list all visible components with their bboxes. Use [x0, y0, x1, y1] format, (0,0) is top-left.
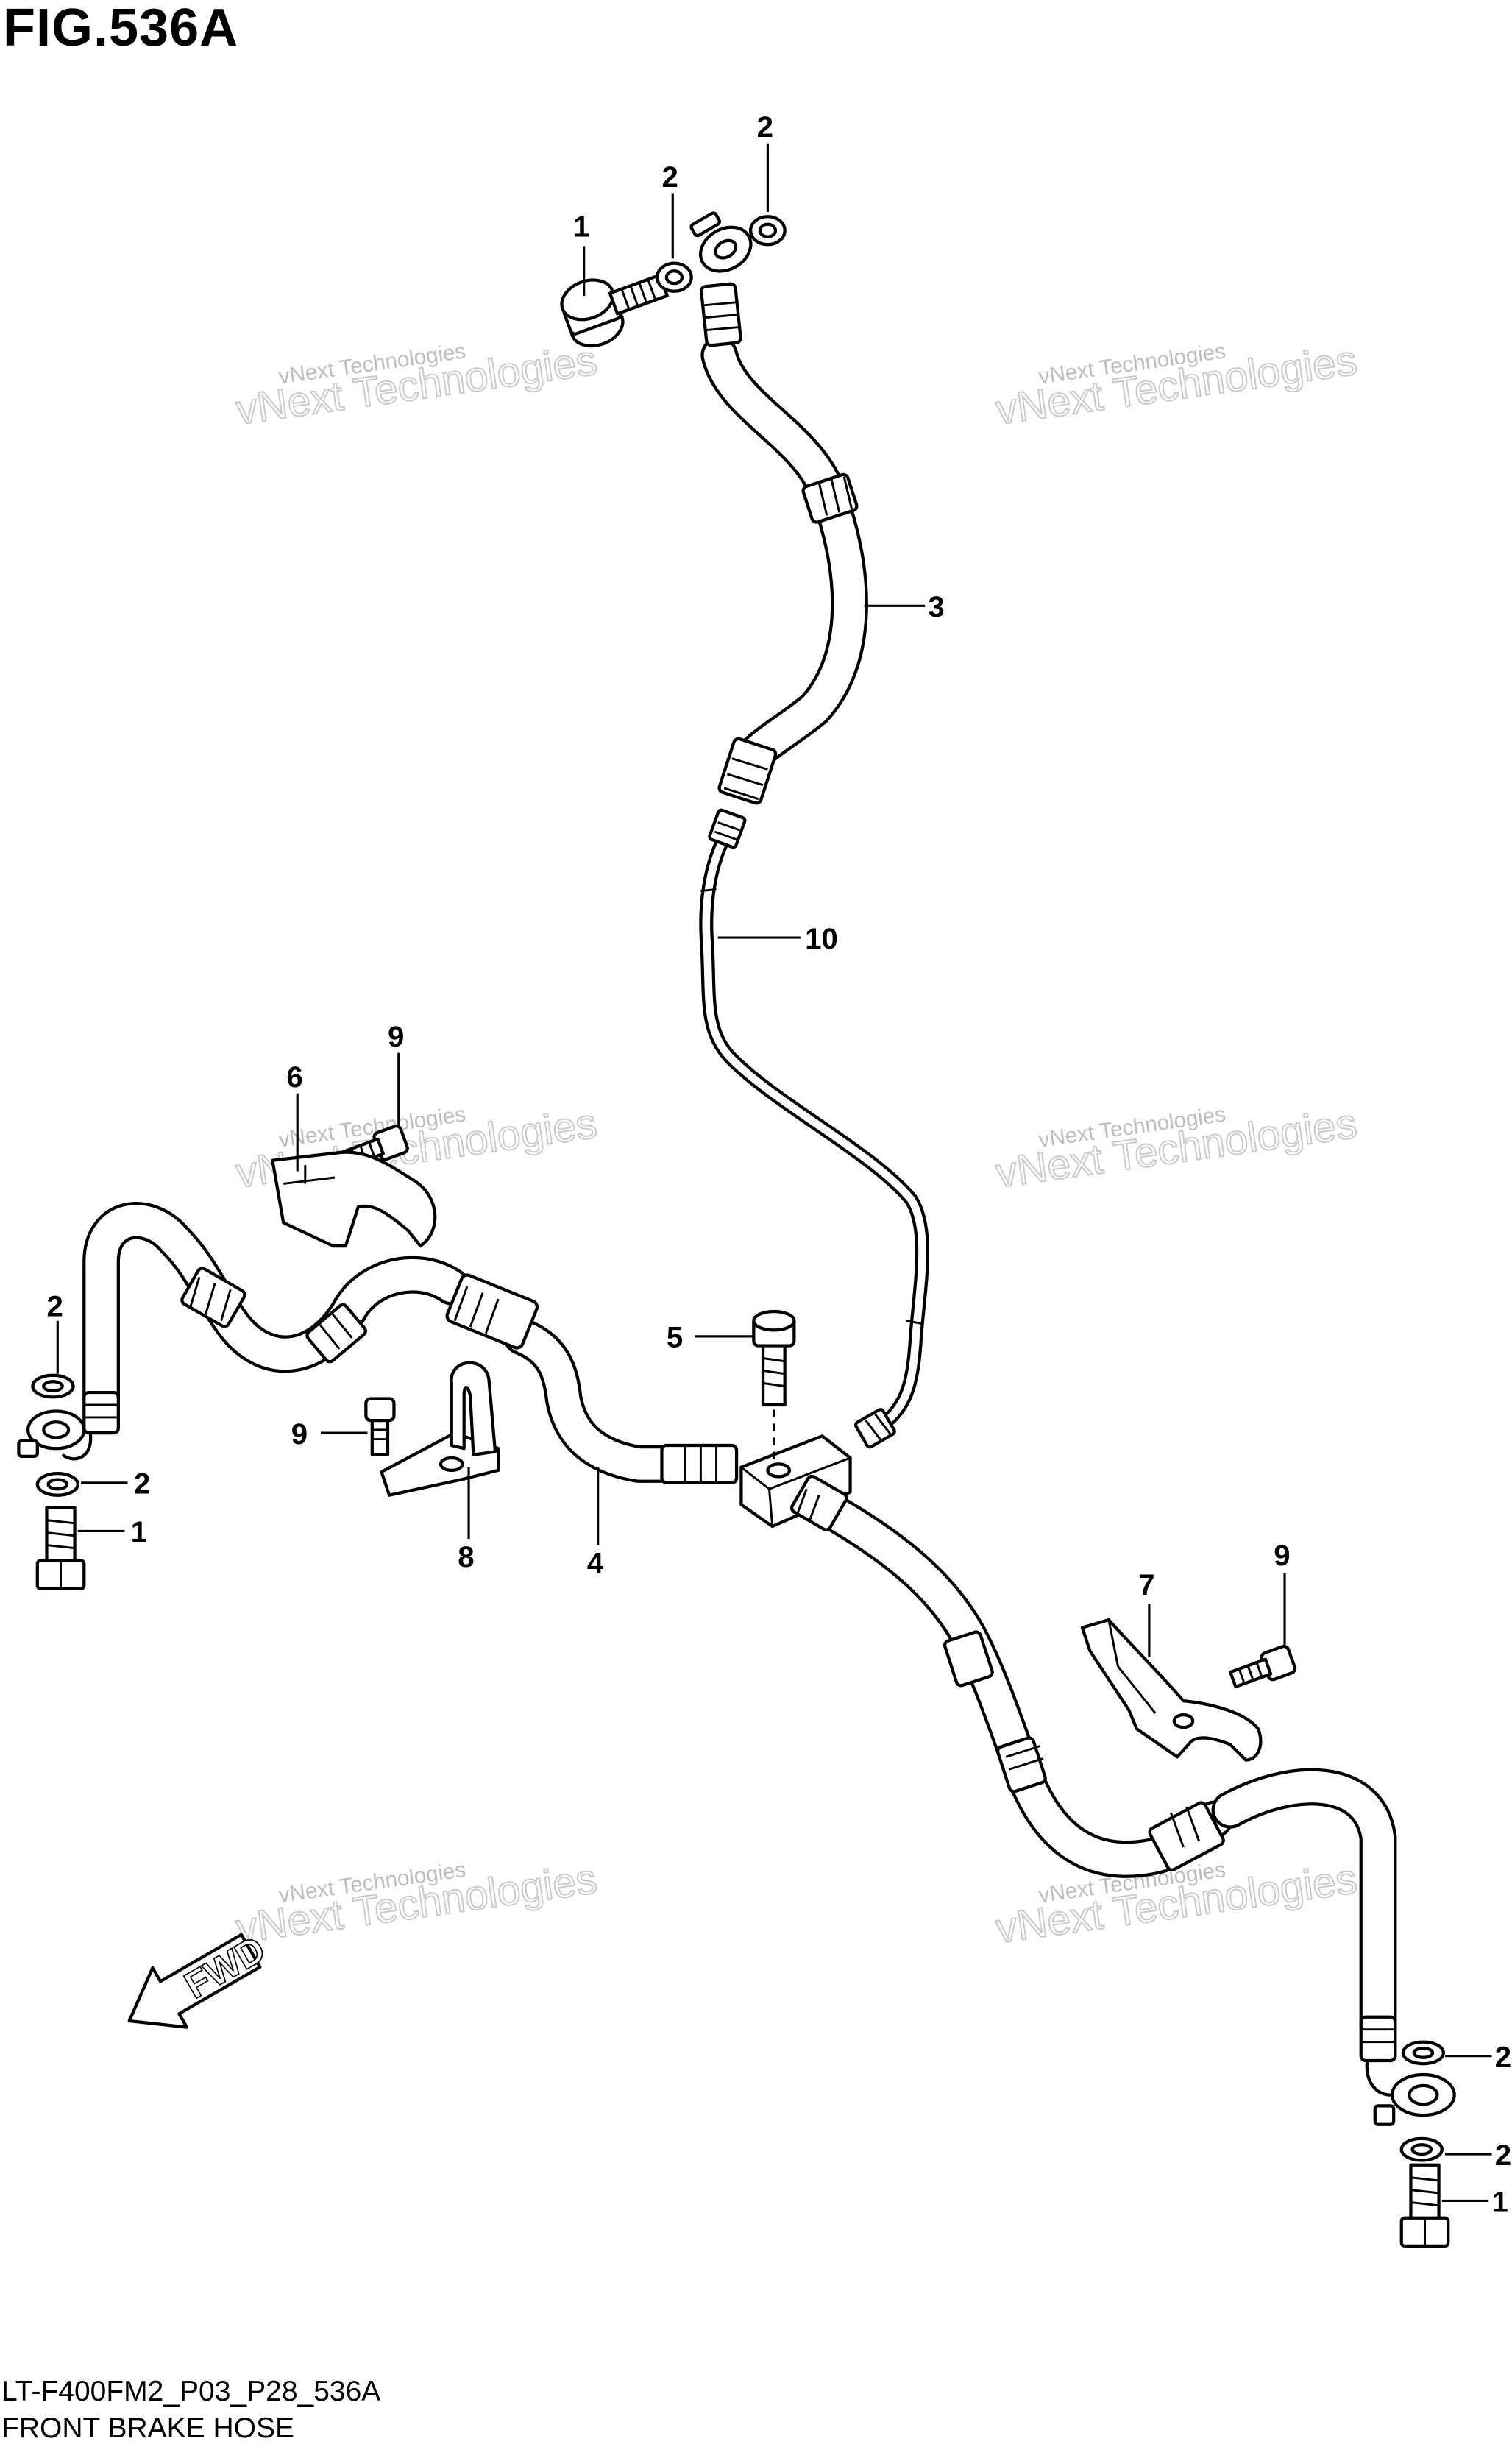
- callout-label: 9: [388, 1020, 404, 1053]
- union-bolt: [1399, 2163, 1450, 2248]
- gasket-washer: [35, 1471, 79, 1497]
- union-bolt: [35, 1506, 86, 1590]
- drawing-code: LT-F400FM2_P03_P28_536A: [1, 2376, 381, 2407]
- bracket-bolt: [1229, 1644, 1297, 1689]
- hose-bracket-right: [1080, 1618, 1263, 1762]
- callout-label: 2: [1495, 2040, 1511, 2073]
- figure-caption: FRONT BRAKE HOSE: [1, 2412, 295, 2444]
- hose-crimp-fitting: [305, 1303, 367, 1364]
- hose-crimp-fitting: [995, 1736, 1047, 1793]
- hose-crimp-fitting: [790, 1474, 848, 1531]
- callout-label: 2: [757, 110, 773, 144]
- hose-banjo-fitting: [1359, 2015, 1456, 2126]
- callout-label: 5: [667, 1321, 683, 1354]
- hose-crimp-fitting: [660, 1443, 739, 1484]
- watermark: vNext Technologies vNext Technologies: [233, 336, 600, 434]
- hose-crimp-fitting: [445, 1273, 539, 1350]
- callout-label: 6: [286, 1060, 302, 1094]
- callout-label: 2: [134, 1467, 150, 1501]
- hose-crimp-fitting: [1148, 1801, 1225, 1872]
- callout-label: 7: [1138, 1568, 1154, 1601]
- callout-label: 10: [805, 922, 838, 955]
- callout-label: 2: [1495, 2139, 1511, 2172]
- gasket-washer: [31, 1373, 75, 1399]
- callout-label: 2: [46, 1289, 63, 1322]
- union-bolt: [560, 273, 669, 348]
- callout-label: 1: [573, 210, 589, 244]
- lower-left-brake-hose: [17, 1202, 739, 1484]
- upper-brake-hose: [689, 211, 868, 805]
- figure-title: FIG.536A: [3, 0, 239, 57]
- gasket-washer: [1401, 2040, 1446, 2066]
- callouts: 1 2 2 3 10 9 6 2 5 9 2 1 8 4 9 7 2: [46, 110, 1511, 2218]
- watermark: vNext Technologies vNext Technologies: [993, 336, 1360, 434]
- gasket-washer: [1399, 2136, 1444, 2162]
- forward-label: FWD: [177, 1927, 272, 2006]
- bracket-bolt: [364, 1397, 396, 1456]
- hose-banjo-fitting: [689, 211, 753, 347]
- hose-banjo-fitting: [17, 1390, 120, 1461]
- hose-clamp-bracket: [380, 1361, 500, 1497]
- callout-label: 1: [1492, 2185, 1508, 2218]
- gasket-washer: [656, 261, 693, 293]
- watermark: vNext Technologies vNext Technologies: [993, 1099, 1360, 1198]
- callout-label: 2: [661, 160, 678, 194]
- callout-label: 9: [291, 1417, 308, 1451]
- joint-bolt: [752, 1309, 796, 1465]
- callout-label: 3: [928, 590, 944, 623]
- hose-crimp-fitting: [801, 472, 859, 524]
- callout-label: 8: [458, 1540, 474, 1573]
- callout-label: 1: [131, 1515, 147, 1548]
- figure-footer: LT-F400FM2_P03_P28_536A FRONT BRAKE HOSE: [1, 2373, 380, 2447]
- pipe-flare-nut: [708, 808, 747, 849]
- gasket-washer: [748, 215, 787, 247]
- hose-crimp-fitting: [180, 1267, 246, 1328]
- lower-right-brake-hose: [790, 1474, 1456, 2126]
- pipe-flare-nut: [853, 1408, 896, 1449]
- forward-direction-arrow: FWD: [127, 1927, 273, 2029]
- hose-bracket-left: [271, 1150, 437, 1248]
- callout-label: 4: [587, 1547, 604, 1580]
- brake-pipe: [699, 808, 929, 1449]
- hose-crimp-fitting: [943, 1630, 994, 1688]
- watermark: vNext Technologies vNext Technologies: [233, 1855, 600, 1953]
- hose-crimp-fitting: [717, 737, 778, 805]
- callout-label: 9: [1274, 1539, 1290, 1572]
